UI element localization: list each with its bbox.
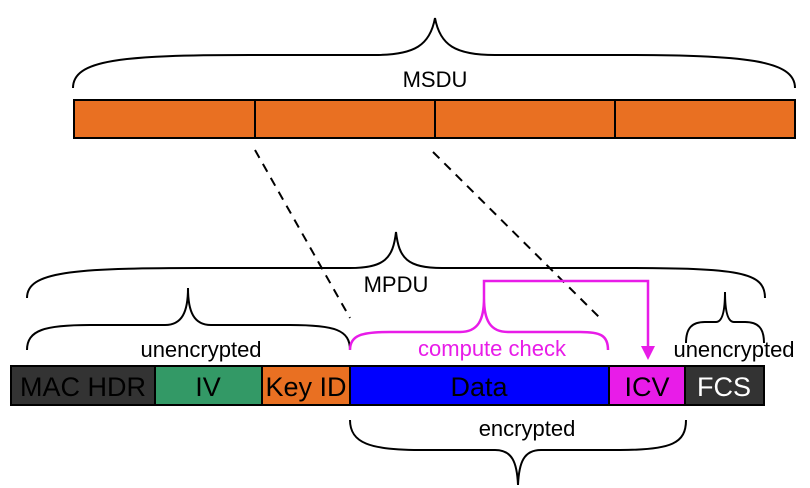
field-fcs-label: FCS [697,372,751,402]
field-icv-label: ICV [624,372,669,402]
field-key-id [261,365,351,406]
field-iv-label: IV [195,372,221,402]
msdu-bar [73,99,796,139]
compute-check-arrow-line [482,279,650,348]
msdu-segment [254,99,436,139]
projection-line-right [432,151,601,319]
field-key-id-label: Key ID [265,372,346,402]
projection-line-left [254,149,351,319]
field-data-label: Data [450,372,508,402]
mpdu-label: MPDU [364,272,429,297]
msdu-segment [434,99,616,139]
unencrypted-right-brace [685,291,765,344]
mpdu-field-bar: MAC HDR IV Key ID Data ICV FCS [10,365,765,406]
msdu-label: MSDU [403,67,468,92]
field-fcs [684,365,765,406]
unencrypted-left-brace [26,287,351,351]
msdu-brace [72,17,796,89]
msdu-segment [73,99,256,139]
mpdu-brace [26,231,766,299]
unencrypted-left-label: unencrypted [140,337,261,362]
compute-check-arrowhead-icon [641,346,655,360]
unencrypted-right-label: unencrypted [673,337,794,362]
field-mac-hdr-label: MAC HDR [20,372,146,402]
msdu-segment [614,99,796,139]
field-icv [608,365,686,406]
encrypted-label: encrypted [479,416,576,441]
encrypted-brace [349,419,687,486]
compute-check-label: compute check [418,336,567,361]
